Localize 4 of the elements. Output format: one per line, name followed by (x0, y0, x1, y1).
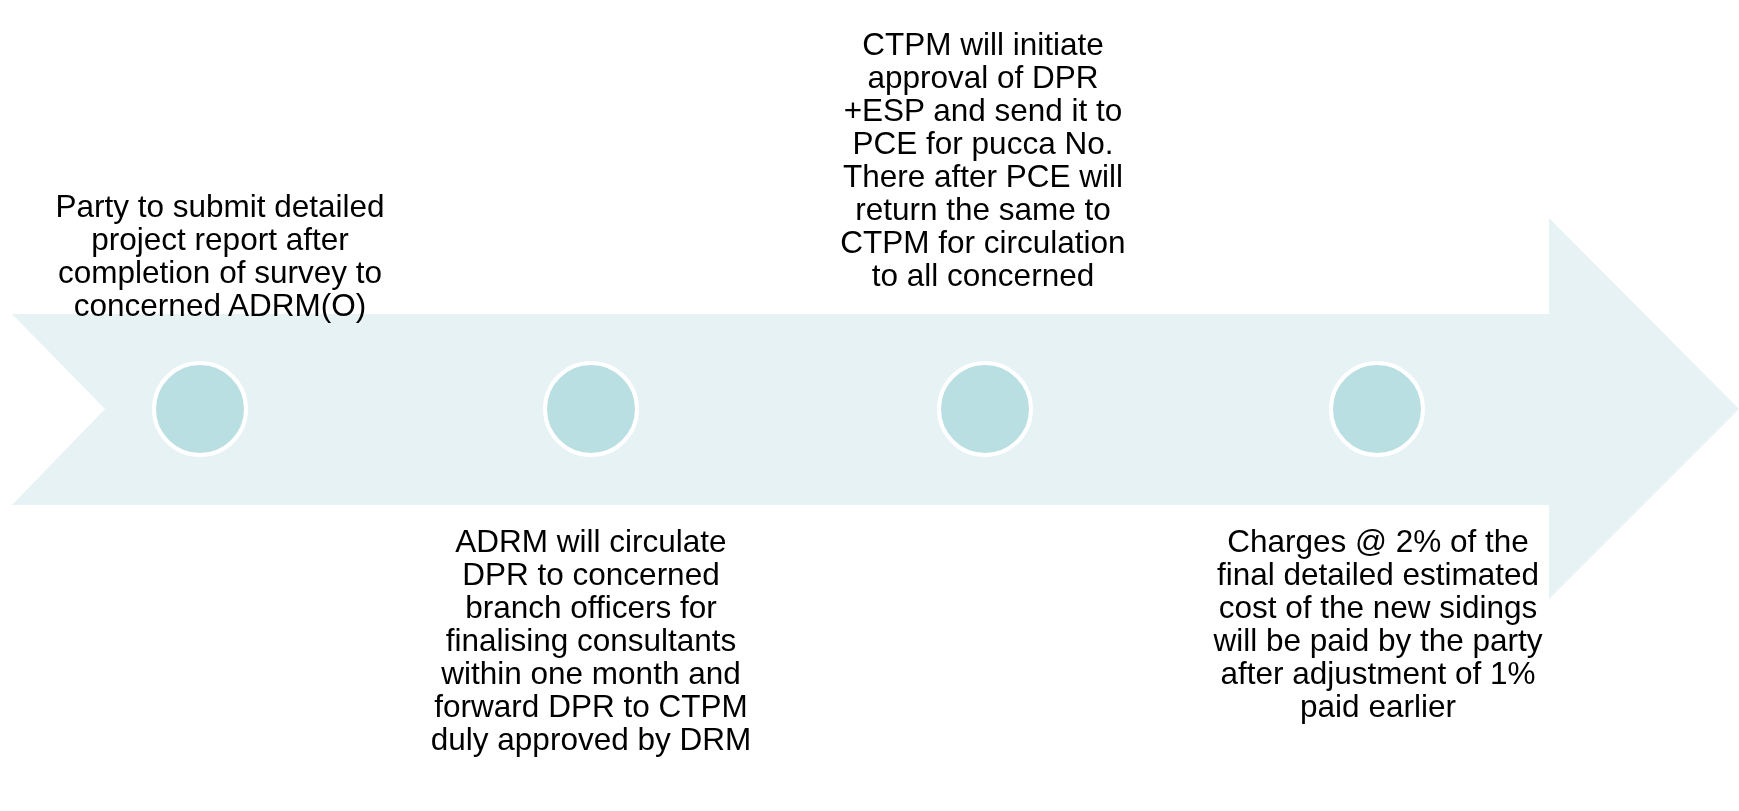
step-description: Party to submit detailed project report after completion of survey to concerned ADRM(O) (54, 190, 386, 322)
step-description: ADRM will circulate DPR to concerned branch officers for finalising consultants within one month and forward DPR to CTPM duly approved by DRM (429, 525, 753, 756)
step-description: Charges @ 2% of the final detailed estimated cost of the new sidings will be paid by the party after adjustment of 1% paid earlier (1212, 525, 1544, 723)
step-description: CTPM will initiate approval of DPR +ESP and send it to PCE for pucca No. There after PCE will return the same to CTPM for circulation to all concerned (839, 28, 1127, 292)
